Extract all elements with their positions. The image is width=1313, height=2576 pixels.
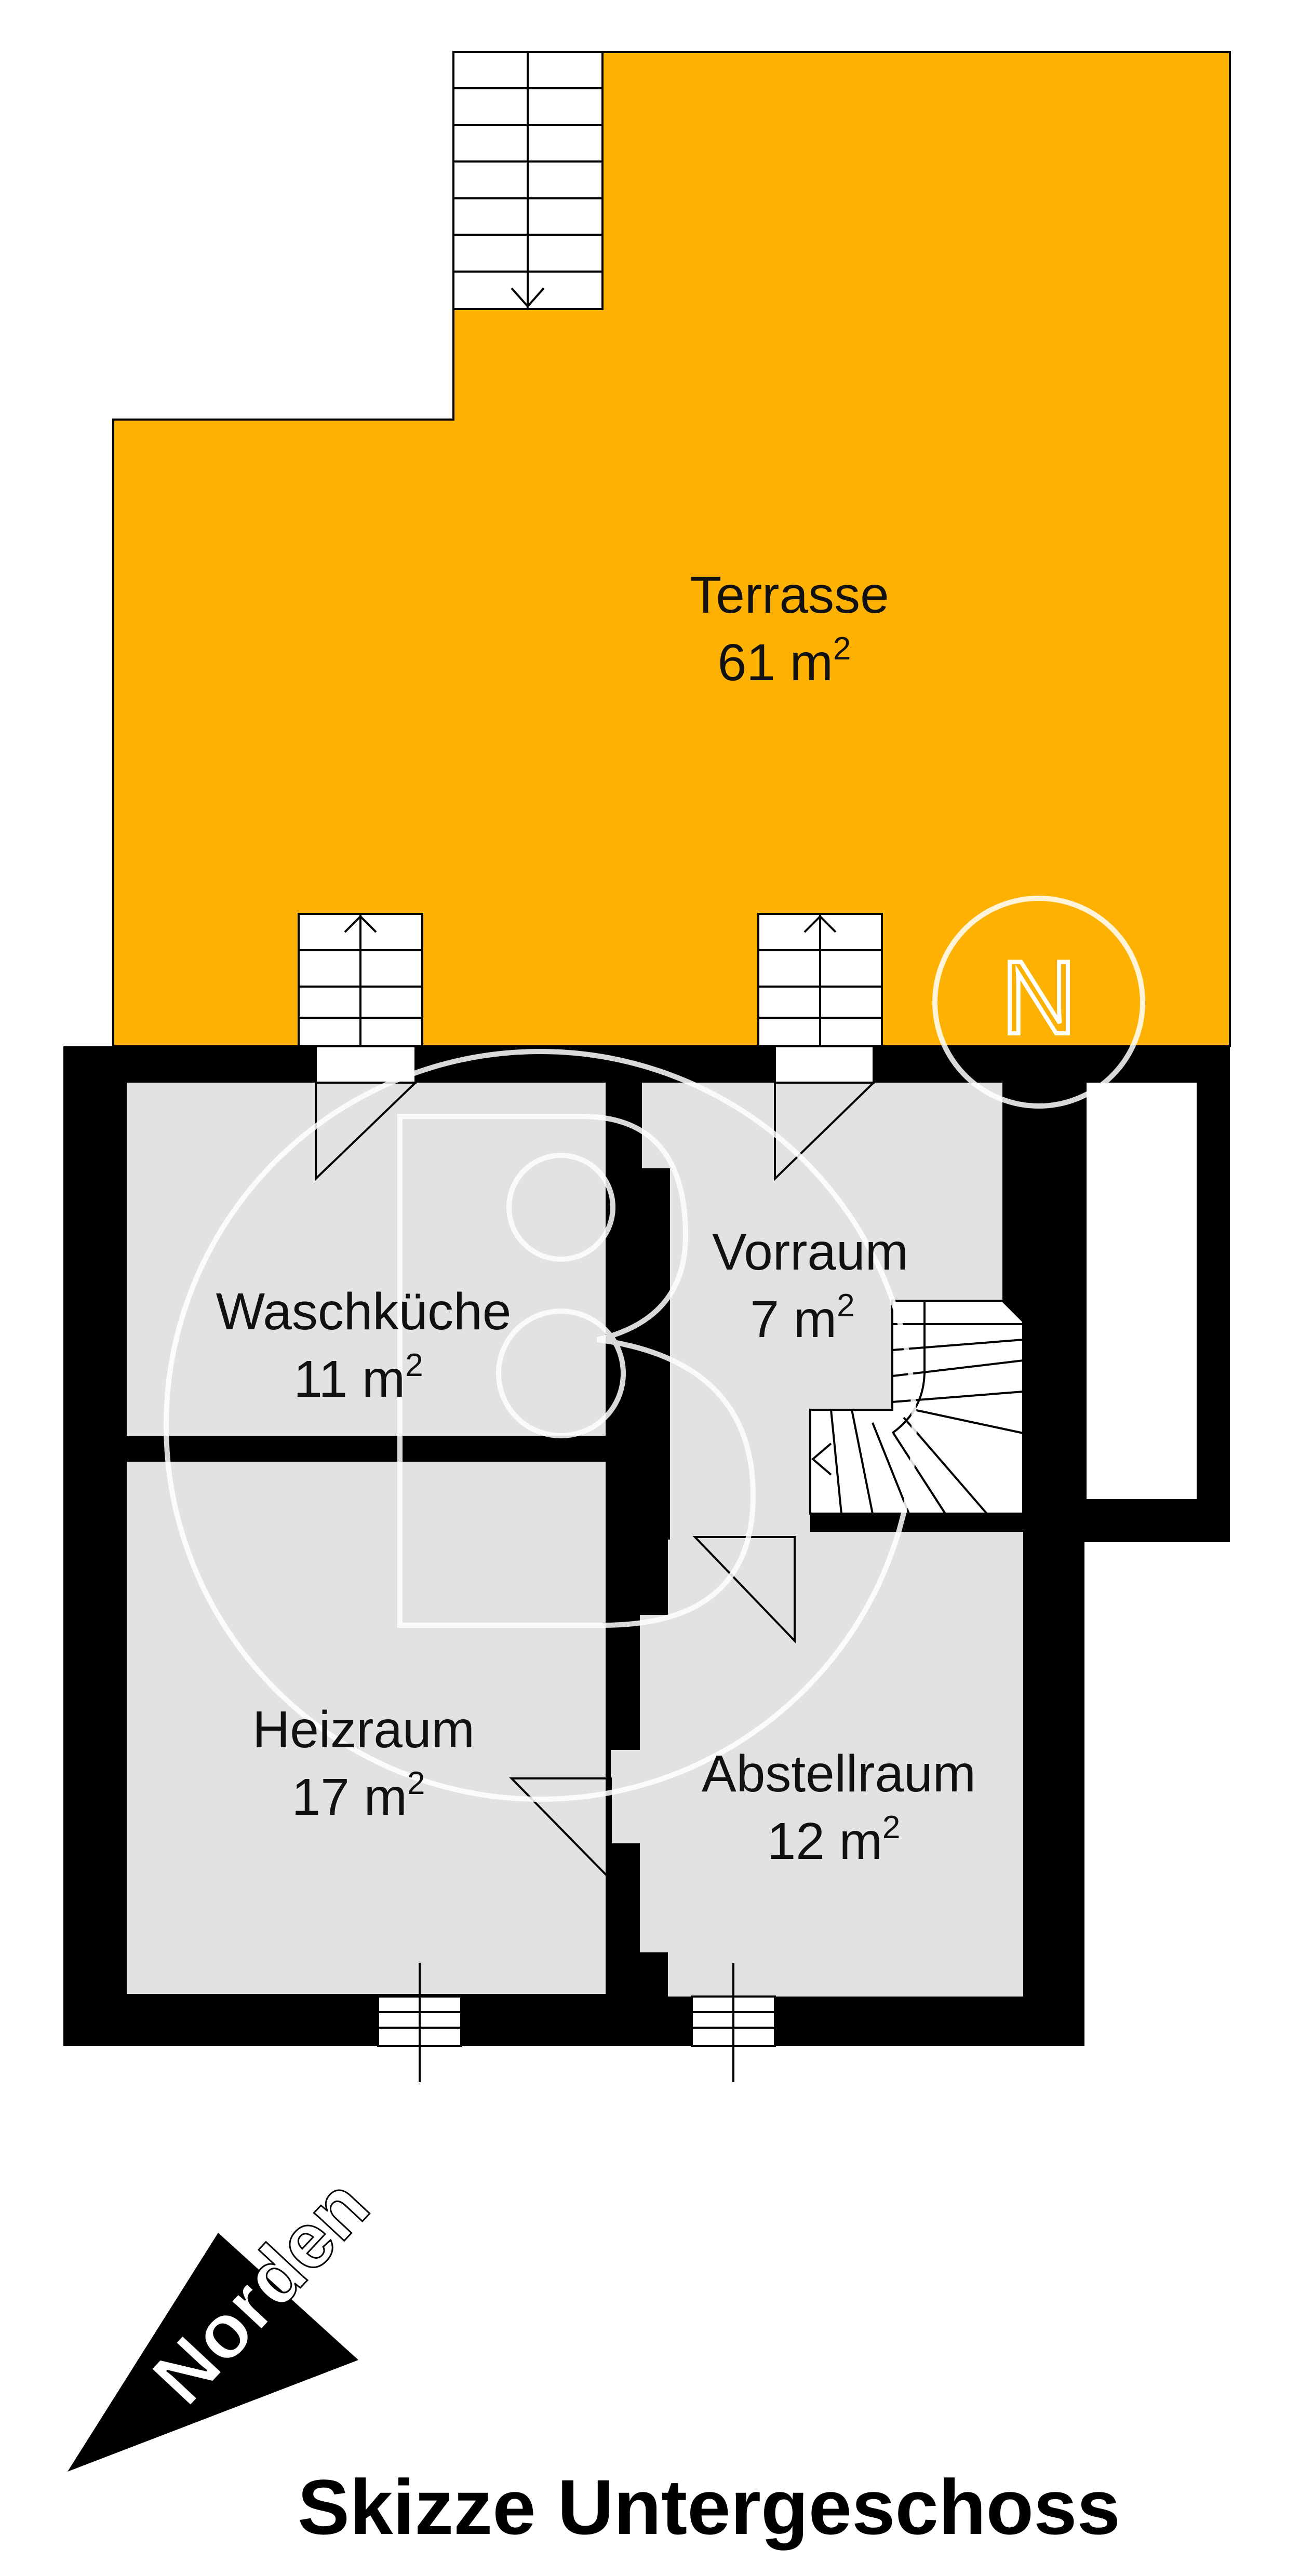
corridor-connector <box>670 1532 1023 1542</box>
terrace-stairs-right <box>757 913 883 1047</box>
label-terrasse-area-sup: 2 <box>833 631 851 667</box>
side-shaft <box>1087 1083 1197 1499</box>
label-terrasse-name: Terrasse <box>690 566 889 624</box>
label-heizraum-area-value: 17 m <box>292 1768 407 1826</box>
label-abstellraum-area-sup: 2 <box>882 1810 900 1845</box>
terrace-stairs-left <box>298 913 423 1047</box>
label-vorraum-area-value: 7 m <box>750 1290 837 1348</box>
watermark-letter: N <box>1001 940 1076 1056</box>
label-waschkueche-name: Waschküche <box>216 1283 512 1341</box>
terrace-stairs-top <box>452 51 604 310</box>
label-abstellraum-name: Abstellraum <box>702 1745 976 1803</box>
label-vorraum-area-sup: 2 <box>837 1288 854 1324</box>
north-arrow-icon <box>68 2233 358 2472</box>
room-abstellraum <box>611 1540 1023 1997</box>
terrace-area <box>112 51 1231 1047</box>
room-heizraum <box>127 1462 606 1994</box>
label-terrasse-area-value: 61 m <box>718 633 833 692</box>
windows-bottom <box>377 1963 776 2082</box>
interior-stairs <box>809 1300 1024 1515</box>
label-abstellraum-area: 12 m2 <box>767 1810 901 1870</box>
label-heizraum-area: 17 m2 <box>292 1765 425 1826</box>
page-title: Skizze Untergeschoss <box>298 2463 1120 2551</box>
label-vorraum-name: Vorraum <box>712 1223 908 1281</box>
label-waschkueche-area-sup: 2 <box>405 1347 423 1383</box>
label-waschkueche-area-value: 11 m <box>293 1350 405 1408</box>
label-heizraum-area-sup: 2 <box>407 1765 425 1801</box>
label-heizraum-name: Heizraum <box>252 1701 475 1759</box>
label-terrasse-area: 61 m2 <box>718 631 851 692</box>
label-waschkueche-area: 11 m2 <box>293 1347 423 1408</box>
label-vorraum-area: 7 m2 <box>750 1288 854 1348</box>
watermark <box>164 896 1145 1802</box>
label-abstellraum-area-value: 12 m <box>767 1812 882 1870</box>
